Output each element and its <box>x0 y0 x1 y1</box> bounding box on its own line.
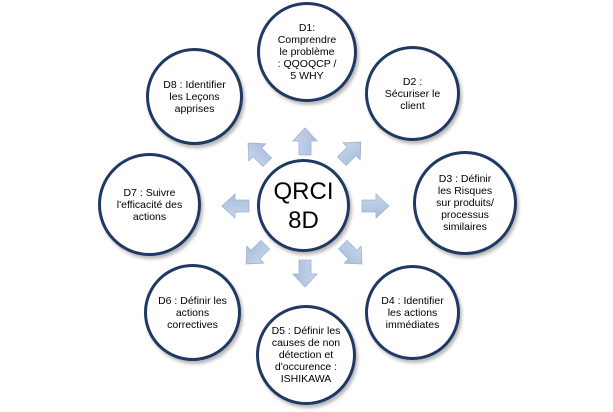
node-d5-causes: D5 : Définir les causes de non détection… <box>256 305 356 405</box>
arrow-to-d7 <box>221 193 250 219</box>
arrow-to-d6 <box>245 239 271 265</box>
center-node-qrci-8d: QRCI 8D <box>257 159 350 252</box>
node-d6-actions-correctives: D6 : Définir les actions correctives <box>144 264 241 361</box>
arrow-to-d3 <box>361 193 390 219</box>
center-label: QRCI 8D <box>273 177 334 234</box>
node-d6-label: D6 : Définir les actions correctives <box>158 294 227 331</box>
node-d4-actions-immediates: D4 : Identifier les actions immédiates <box>365 265 460 360</box>
node-d7-suivre: D7 : Suivre l'efficacité des actions <box>98 153 201 256</box>
node-d5-label: D5 : Définir les causes de non détection… <box>271 325 341 385</box>
node-d3-risques: D3 : Définir les Risques sur produits/ p… <box>413 151 517 255</box>
node-d8-label: D8 : Identifier les Leçons apprises <box>163 78 226 115</box>
node-d3-label: D3 : Définir les Risques sur produits/ p… <box>436 173 494 233</box>
node-d2-securiser: D2 : Sécuriser le client <box>365 46 460 141</box>
arrow-to-d8 <box>247 142 273 168</box>
arrow-to-d4 <box>337 239 363 265</box>
arrow-to-d1 <box>292 127 318 156</box>
node-d8-lecons: D8 : Identifier les Leçons apprises <box>146 48 243 145</box>
node-d1-comprendre: D1: Comprendre le problème : QQOQCP / 5 … <box>257 2 357 102</box>
arrow-to-d2 <box>336 141 362 167</box>
node-d2-label: D2 : Sécuriser le client <box>384 75 441 112</box>
node-d7-label: D7 : Suivre l'efficacité des actions <box>116 186 183 223</box>
node-d4-label: D4 : Identifier les actions immédiates <box>381 294 444 331</box>
arrow-to-d5 <box>292 259 318 288</box>
node-d1-label: D1: Comprendre le problème : QQOQCP / 5 … <box>277 22 337 82</box>
